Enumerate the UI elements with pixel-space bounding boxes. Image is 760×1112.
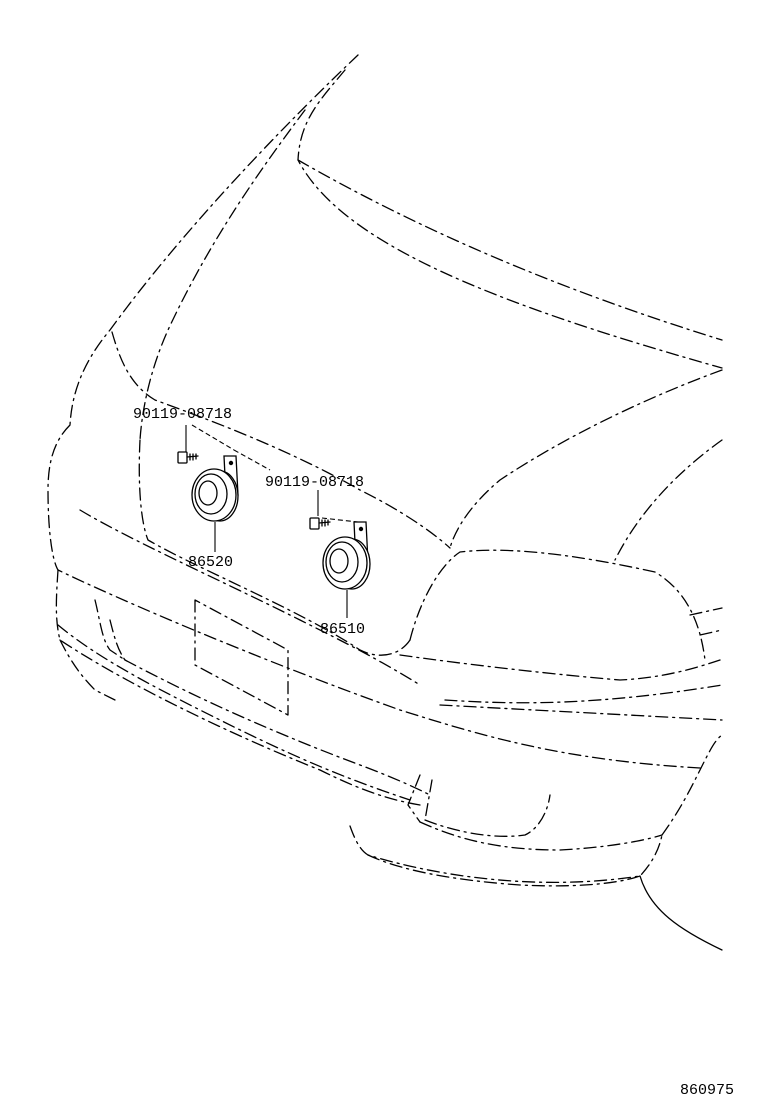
grille-headlamp — [399, 549, 723, 721]
callout-bolt-lower: 90119-08718 — [265, 474, 365, 491]
callout-horn-86510: 86510 — [320, 621, 366, 638]
leader-lines — [185, 424, 359, 618]
horn-86510-icon — [322, 521, 371, 590]
bolt-lower-icon — [309, 517, 331, 530]
hood-outline — [69, 54, 723, 656]
callout-bolt-upper: 90119-08718 — [133, 406, 233, 423]
figure-number: 860975 — [680, 1082, 735, 1099]
bumper — [47, 424, 723, 887]
fender-curve — [639, 875, 723, 951]
bolt-upper-icon — [177, 451, 199, 464]
license-plate-outline — [194, 599, 289, 716]
callout-horn-86520: 86520 — [188, 554, 234, 571]
horn-86520-icon — [191, 455, 239, 522]
